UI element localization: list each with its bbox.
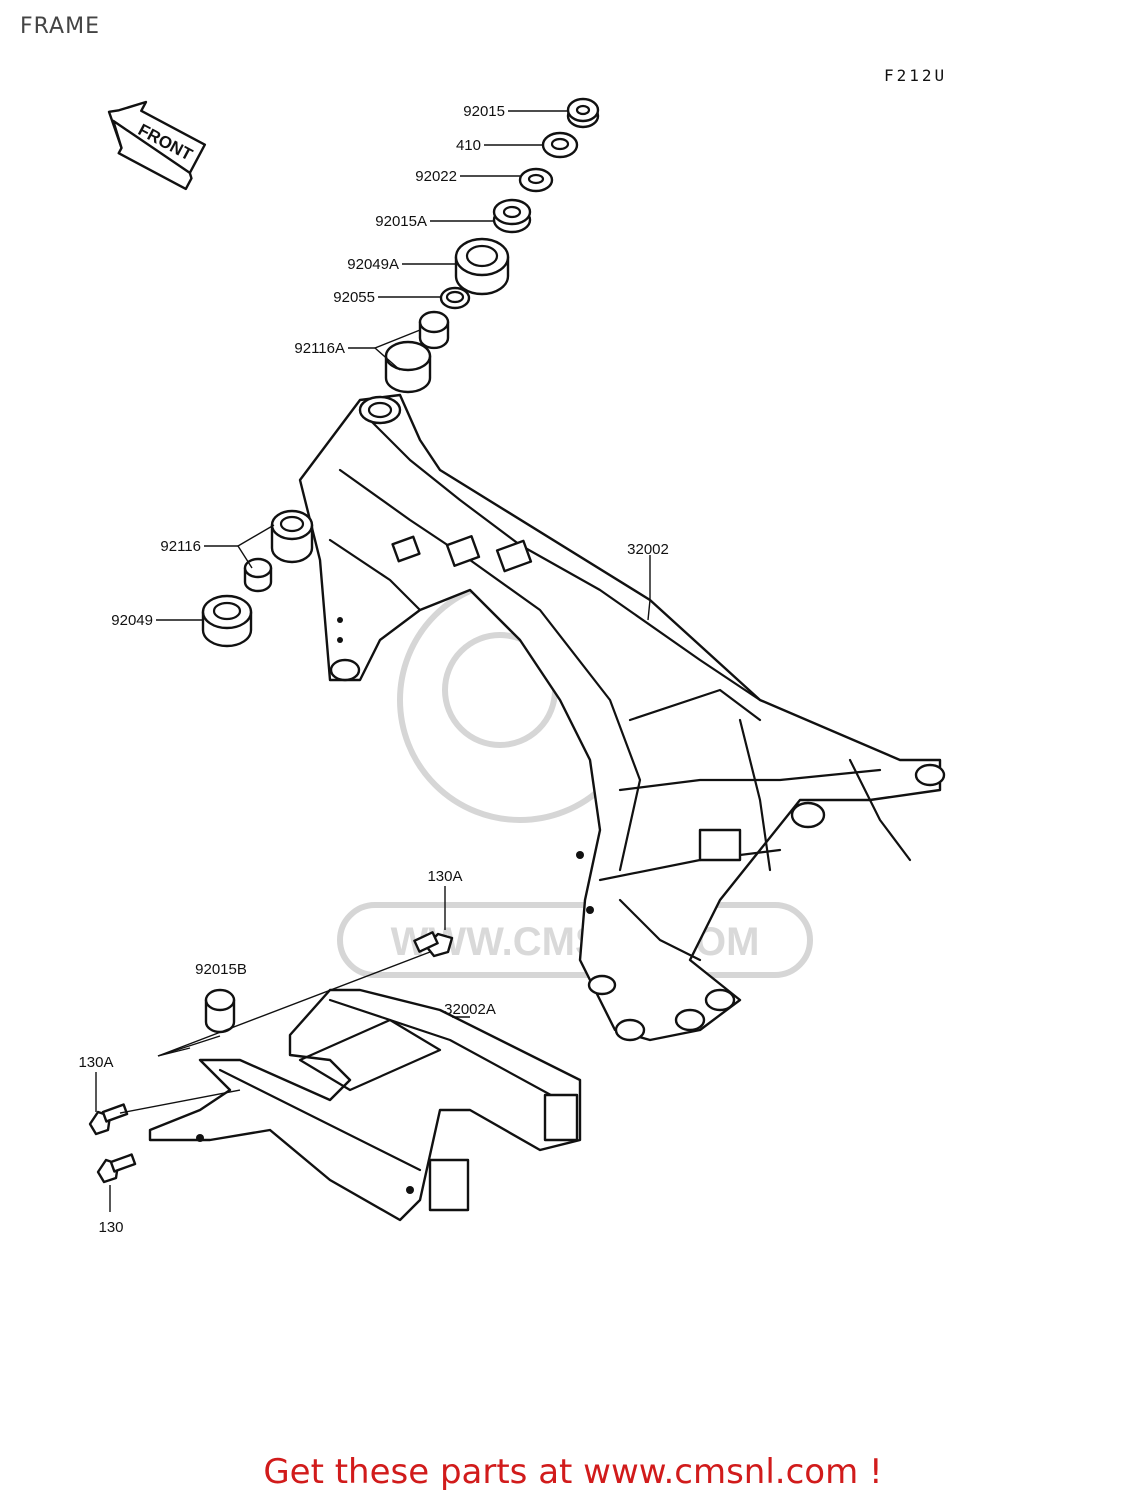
callout-92049: 92049 xyxy=(111,612,153,629)
footer-link[interactable]: Get these parts at www.cmsnl.com ! xyxy=(263,1452,883,1492)
leader-lines xyxy=(95,110,651,1212)
main-frame-32002 xyxy=(298,393,946,1042)
callout-92116a: 92116A xyxy=(294,340,345,357)
lower-cradle-32002a xyxy=(148,988,582,1222)
bolt-130 xyxy=(96,1153,137,1184)
callout-92015: 92015 xyxy=(463,103,505,120)
callout-92049a: 92049A xyxy=(347,256,399,273)
bolt-130a-upper xyxy=(413,931,454,958)
front-arrow-icon: FRONT xyxy=(107,100,207,191)
seal-92055 xyxy=(439,286,471,310)
callout-32002: 32002 xyxy=(627,541,669,558)
diagram-code: F212U xyxy=(884,66,948,85)
washer-410 xyxy=(541,131,579,159)
callout-130: 130 xyxy=(98,1219,123,1236)
page-title: FRAME xyxy=(20,14,100,39)
callout-92022: 92022 xyxy=(415,168,457,185)
bolt-130a-lower xyxy=(88,1103,129,1136)
callout-92015a: 92015A xyxy=(375,213,427,230)
bearing-race-92049a xyxy=(454,237,510,296)
callout-92015b: 92015B xyxy=(195,961,247,978)
nut-92015a xyxy=(492,198,532,234)
bearing-race-92116 xyxy=(243,509,314,593)
callout-labels: 92015 410 92022 92015A 92049A 92055 9211… xyxy=(78,103,668,1236)
bearing-92116a xyxy=(384,310,450,394)
callout-130a-upper: 130A xyxy=(427,868,462,885)
nut-92015 xyxy=(566,97,600,129)
lock-washer-92022 xyxy=(518,167,554,193)
callout-92116: 92116 xyxy=(160,538,201,555)
callout-92055: 92055 xyxy=(333,289,375,306)
callout-130a-lower: 130A xyxy=(78,1054,113,1071)
seal-92049 xyxy=(201,594,253,648)
collar-92015b xyxy=(204,988,236,1034)
callout-32002a: 32002A xyxy=(444,1001,496,1018)
callout-410: 410 xyxy=(456,137,481,154)
